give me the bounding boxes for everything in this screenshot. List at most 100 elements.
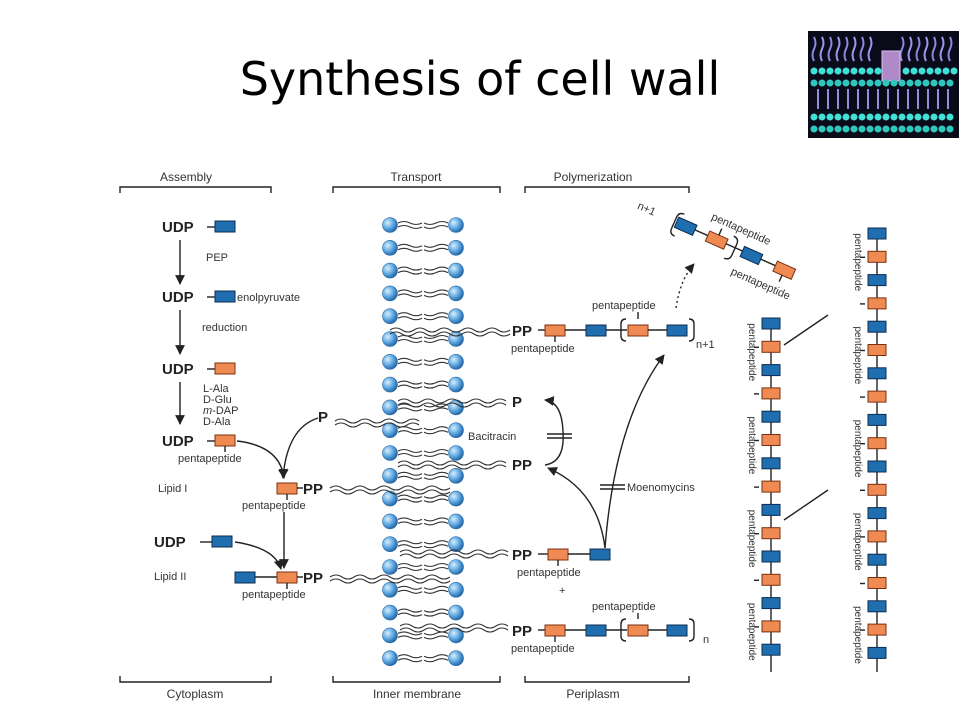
- lipid-head: [448, 422, 464, 439]
- strand-nam: [867, 437, 887, 450]
- lipid-head: [382, 399, 398, 416]
- nag-sugar: [214, 220, 236, 233]
- lipid-tail: [423, 608, 449, 617]
- lipid-head: [382, 285, 398, 302]
- lipid-tail: [423, 654, 449, 663]
- lipid-head: [448, 536, 464, 553]
- lipid-bilayer: [382, 217, 464, 667]
- lipid-head: [448, 559, 464, 575]
- lipid-tail: [423, 312, 449, 321]
- lipid-tail: [423, 289, 449, 298]
- thumbnail-heads-row-3: [810, 113, 954, 121]
- thumbnail-tails-top: [811, 36, 953, 62]
- lipid-ii-pp-label: PP: [303, 570, 323, 587]
- header-transport: Transport: [332, 170, 501, 193]
- n-label-bottom: n: [703, 634, 709, 646]
- strand-nag: [867, 460, 887, 473]
- strand-nam: [867, 250, 887, 263]
- n-plus-1-label-top: n+1: [696, 339, 715, 351]
- lipid-tail: [397, 312, 423, 321]
- lipid-head: [448, 353, 464, 370]
- chain-top-nag: [585, 324, 607, 337]
- thumbnail-heads-row-4: [810, 125, 954, 133]
- strand-nag: [867, 646, 887, 659]
- lipid-tail: [397, 448, 423, 458]
- lipid-tail: [397, 654, 423, 663]
- assembly-pathway: UDP PEP UDP enolpyruvate reduction UDP L…: [154, 219, 328, 601]
- lipid-tail: [397, 562, 423, 572]
- peptidoglycan-mesh: pentapeptide pentapeptide pentapeptide pent…: [746, 227, 887, 672]
- amino-acid-m-dap: m-DAP: [203, 405, 238, 417]
- amino-acid-l-ala: L-Ala: [203, 383, 230, 395]
- lipid-tail: [423, 494, 449, 503]
- pentapeptide-label-strand: pentapeptide: [852, 233, 863, 291]
- pentapeptide-label-chain-top: pentapeptide: [511, 343, 575, 355]
- strand-nam: [867, 390, 887, 403]
- footer-inner-membrane: Inner membrane: [332, 676, 501, 701]
- lipid-head: [448, 285, 464, 302]
- header-assembly: Assembly: [119, 170, 272, 193]
- header-polymerization: Polymerization: [524, 170, 690, 193]
- lipid-head: [448, 581, 464, 598]
- strand-nam: [761, 387, 781, 400]
- cytoplasm-label: Cytoplasm: [167, 687, 224, 701]
- strand-nag: [867, 600, 887, 613]
- pentapeptide-label-udp: pentapeptide: [178, 453, 242, 465]
- amino-acid-d-ala: D-Ala: [203, 416, 231, 428]
- released-nag-2: [739, 245, 764, 266]
- polymerization-pathway: PP n+1 pentapeptide pentapeptide n+1 pen…: [511, 200, 797, 655]
- pentapeptide-label-strand: pentapeptide: [746, 323, 757, 381]
- lipid-tail: [423, 220, 449, 230]
- lipid-ii-label: Lipid II: [154, 571, 186, 583]
- lipid-head: [382, 376, 398, 393]
- lipid-tail: [423, 448, 449, 458]
- lipid-tail: [423, 540, 449, 549]
- lipid-head: [382, 581, 398, 598]
- strand-nag: [867, 507, 887, 520]
- lipid-head: [382, 262, 398, 279]
- lipid-ii-nag: [234, 571, 256, 584]
- lipid-head: [448, 513, 464, 530]
- pentapeptide-label-peri-lipid-ii: pentapeptide: [517, 567, 581, 579]
- released-nam-2: [772, 260, 797, 280]
- lipid-head: [382, 627, 398, 644]
- assembly-label: Assembly: [160, 170, 212, 184]
- strand-nag: [761, 643, 781, 656]
- lipid-head: [448, 650, 464, 667]
- crosslink: [783, 314, 829, 346]
- strand-nag: [761, 597, 781, 610]
- strand-nag: [867, 274, 887, 287]
- pentapeptide-label-strand: pentapeptide: [852, 327, 863, 385]
- crosslink: [783, 489, 829, 521]
- pentapeptide-label-strand: pentapeptide: [746, 603, 757, 661]
- lipid-head: [382, 308, 398, 325]
- thumbnail-heads-row-2: [810, 79, 954, 87]
- strand-nam: [761, 434, 781, 446]
- p-label-cyto: P: [318, 409, 328, 426]
- membrane-thumbnail: [808, 31, 959, 138]
- udp-label-2: UDP: [162, 289, 194, 306]
- lipid-head: [382, 240, 398, 256]
- pentapeptide-label-chain-top-repeat: pentapeptide: [592, 300, 656, 312]
- lipid-tail: [423, 334, 449, 344]
- membrane-thumbnail-image: [808, 31, 959, 138]
- strand-nag: [867, 413, 887, 426]
- lipid-head: [382, 353, 398, 370]
- lipid-i-pp-label: PP: [303, 481, 323, 498]
- strand-nam: [761, 340, 781, 353]
- pentapeptide-label-strand: pentapeptide: [852, 420, 863, 478]
- thumbnail-protein: [881, 50, 901, 82]
- lipid-tail: [423, 426, 449, 435]
- pp-label-lipid-ii-peri: PP: [512, 547, 532, 564]
- lipid-tail: [423, 585, 449, 594]
- pentapeptide-label-lipid-i: pentapeptide: [242, 500, 306, 512]
- lipid-tail: [397, 494, 423, 503]
- pentapeptide-label-chain-bottom: pentapeptide: [511, 643, 575, 655]
- released-chain: n+1 pentapeptide pentapeptide: [635, 200, 797, 303]
- lipid-tail: [423, 403, 449, 412]
- udp-label-3: UDP: [162, 361, 194, 378]
- lipid-head: [382, 536, 398, 553]
- nam-sugar: [214, 362, 236, 375]
- strand-nam: [867, 297, 887, 310]
